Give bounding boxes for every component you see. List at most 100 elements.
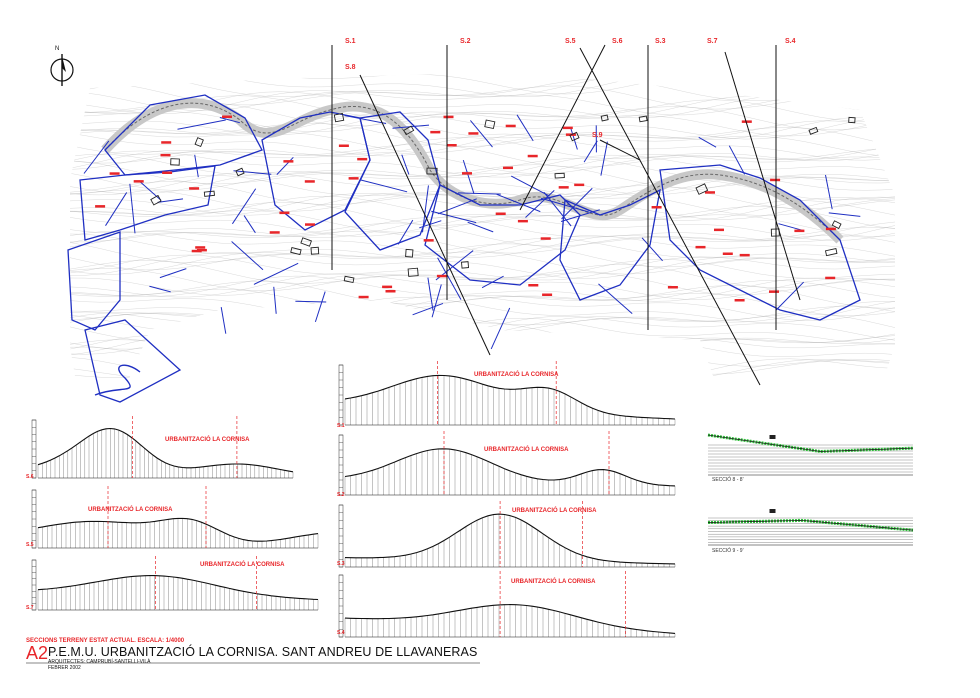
marker-s4: S.4 (785, 38, 796, 45)
lot-label-mark (283, 160, 293, 163)
contour-line (70, 259, 895, 283)
contour-line (70, 127, 895, 152)
building-section (770, 435, 776, 439)
marker-s5: S.5 (565, 38, 576, 45)
plot-division (778, 224, 802, 231)
building-footprint (639, 116, 647, 122)
lot-label-mark (696, 246, 706, 249)
building-footprint (151, 196, 161, 205)
lot-label-mark (794, 230, 804, 233)
lot-label-mark (110, 172, 120, 175)
plot-division (463, 160, 474, 194)
contour-line (70, 274, 895, 300)
plot-division (361, 180, 407, 192)
lot-label-mark (386, 290, 396, 293)
detail-section-9-caption: SECCIÓ 9 - 9' (712, 548, 744, 554)
lot-label-mark (134, 180, 144, 183)
lot-label-mark (197, 249, 207, 252)
lot-label-mark (496, 213, 506, 216)
profile-s5-title: URBANITZACIÓ LA CORNISA (88, 507, 172, 513)
lot-label-mark (723, 253, 733, 256)
lot-label-mark (705, 191, 715, 194)
lot-label-mark (279, 212, 289, 215)
lot-label-mark (339, 145, 349, 148)
profile-s5-id: S.5 (26, 542, 34, 548)
marker-s3: S.3 (655, 38, 666, 45)
lot-label-mark (468, 132, 478, 135)
sheet-date: FEBRER 2002 (48, 665, 81, 671)
contour-line (70, 265, 895, 291)
building-footprint (301, 238, 312, 246)
plot-division (277, 157, 294, 174)
plot-division (468, 222, 494, 232)
lot-label-mark (430, 131, 440, 134)
lot-label-mark (357, 158, 367, 161)
lot-label-mark (770, 179, 780, 182)
lot-label-mark (349, 177, 359, 180)
profile-s3-id: S.3 (337, 561, 345, 567)
plot-division (517, 115, 533, 141)
building-footprint (485, 120, 495, 129)
profile-s7-id: S.7 (26, 605, 34, 611)
contour-line (70, 144, 895, 169)
plot-division (642, 238, 663, 261)
plot-division (149, 286, 170, 292)
plot-division (776, 282, 803, 310)
lot-label-mark (195, 246, 205, 249)
plot-division (158, 199, 183, 203)
building-footprint (311, 247, 319, 254)
contour-line (70, 154, 895, 178)
lot-label-mark (462, 172, 472, 175)
marker-s1: S.1 (345, 38, 356, 45)
plot-division (438, 199, 477, 214)
plot-block (68, 232, 120, 330)
profile-s1-title: URBANITZACIÓ LA CORNISA (474, 372, 558, 378)
contour-line (70, 151, 895, 177)
sheet-title: P.E.M.U. URBANITZACIÓ LA CORNISA. SANT A… (48, 645, 477, 659)
north-label: N (55, 46, 59, 52)
lot-label-mark (528, 155, 538, 158)
lot-label-mark (826, 228, 836, 231)
plot-division (829, 213, 860, 217)
lot-label-mark (382, 286, 392, 289)
sheet-caption: SECCIONS TERRENY ESTAT ACTUAL. ESCALA: 1… (26, 638, 184, 644)
building-footprint (334, 113, 343, 121)
lot-label-mark (506, 125, 516, 128)
lot-label-mark (424, 239, 434, 242)
plot-division (254, 263, 298, 284)
lot-label-mark (518, 220, 528, 223)
lot-label-mark (559, 186, 569, 189)
lot-label-mark (503, 167, 513, 170)
lot-label-mark (563, 127, 573, 130)
profile-s7-title: URBANITZACIÓ LA CORNISA (200, 562, 284, 568)
lot-label-mark (735, 299, 745, 302)
profile-s2-title: URBANITZACIÓ LA CORNISA (484, 447, 568, 453)
lot-label-mark (542, 294, 552, 297)
plot-division (699, 137, 716, 147)
detail-section-8-caption: SECCIÓ 8 - 8' (712, 477, 744, 483)
plot-division (431, 211, 476, 222)
lot-label-mark (162, 172, 172, 175)
profile-s2-id: S.2 (337, 492, 345, 498)
profile-s3-title: URBANITZACIÓ LA CORNISA (512, 508, 596, 514)
plot-division (160, 269, 186, 278)
lot-label-mark (740, 254, 750, 257)
building-footprint (555, 173, 564, 178)
plot-division (178, 120, 226, 129)
lot-label-mark (574, 184, 584, 187)
lot-label-mark (161, 154, 171, 157)
lot-label-mark (270, 231, 280, 234)
lot-label-mark (714, 229, 724, 232)
lot-label-mark (541, 237, 551, 240)
building-footprint (344, 276, 354, 282)
building-footprint (195, 138, 203, 147)
lot-label-mark (447, 144, 457, 147)
marker-s2: S.2 (460, 38, 471, 45)
building-footprint (809, 127, 818, 134)
lot-label-mark (161, 141, 171, 144)
plot-division (106, 192, 127, 225)
